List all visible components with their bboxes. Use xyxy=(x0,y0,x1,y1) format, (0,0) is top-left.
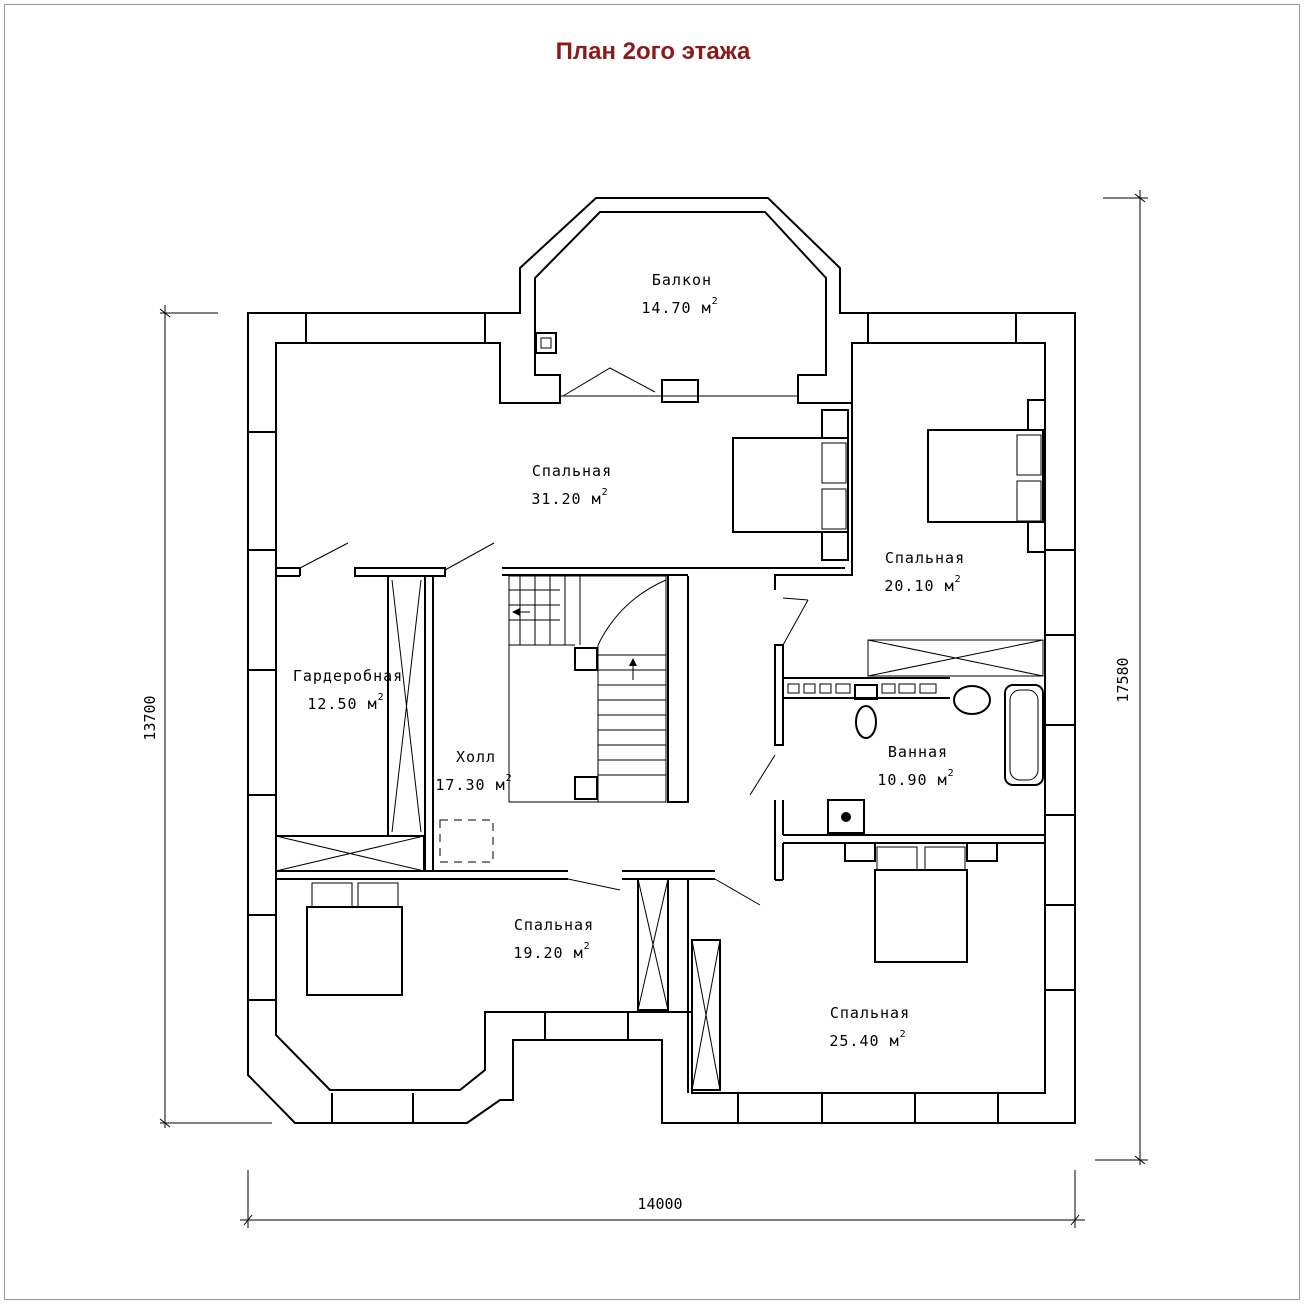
room-labels: Балкон 14.70 м2 Спальная 31.20 м2 Спальн… xyxy=(293,271,965,1050)
depth-right-dimension: 17580 xyxy=(1114,657,1132,702)
room-area: 17.30 м2 xyxy=(435,773,512,794)
room-name: Ванная xyxy=(888,743,948,761)
room-name: Спальная xyxy=(885,549,965,567)
bed xyxy=(874,869,968,963)
room-area: 19.20 м2 xyxy=(513,941,590,962)
depth-left-dimension: 13700 xyxy=(141,695,159,740)
room-area: 10.90 м2 xyxy=(877,768,954,789)
room-area: 31.20 м2 xyxy=(531,487,608,508)
bed xyxy=(306,906,403,996)
room-name: Холл xyxy=(456,748,496,766)
room-name: Спальная xyxy=(830,1004,910,1022)
width-dimension: 14000 xyxy=(637,1195,682,1213)
room-name: Гардеробная xyxy=(293,667,403,685)
plan-title: План 2ого этажа xyxy=(555,38,751,65)
room-area: 14.70 м2 xyxy=(641,296,718,317)
room-area: 25.40 м2 xyxy=(829,1029,906,1050)
inner-wall xyxy=(275,211,1046,1094)
drawing-frame xyxy=(4,4,1300,1300)
room-name: Спальная xyxy=(514,916,594,934)
room-area: 12.50 м2 xyxy=(307,692,384,713)
room-area: 20.10 м2 xyxy=(884,574,961,595)
bed xyxy=(927,429,1044,523)
partition xyxy=(774,403,853,590)
outer-wall xyxy=(247,197,1076,1124)
room-name: Спальная xyxy=(532,462,612,480)
room-name: Балкон xyxy=(652,271,712,289)
bed xyxy=(732,437,849,533)
